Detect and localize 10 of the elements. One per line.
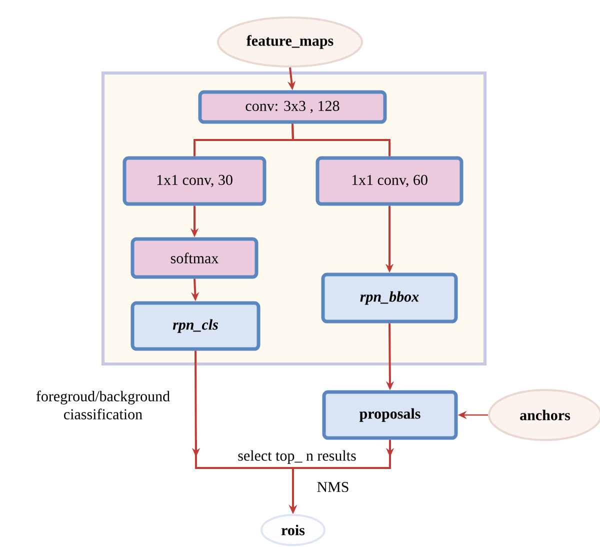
operation-label: NMS <box>317 482 348 492</box>
output-box: proposals <box>322 390 458 440</box>
layer-box: 1x1 conv, 30 <box>122 156 266 206</box>
output-box: rpn_bbox <box>321 272 458 324</box>
layer-box: 1x1 conv, 60 <box>316 156 464 206</box>
layer-box: conv: 3x3 , 128 <box>198 90 387 124</box>
layer-box: softmax <box>130 237 258 279</box>
edge-label: select top_ n results <box>236 449 358 465</box>
output-box: rpn_cls <box>130 301 260 351</box>
edge-label: foregroud/background ciassification <box>36 390 170 420</box>
